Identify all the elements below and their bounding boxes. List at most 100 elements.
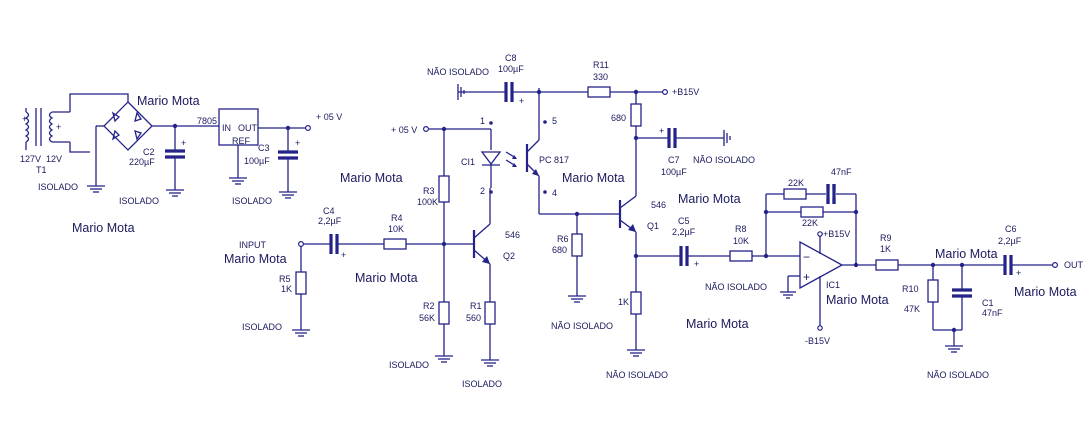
ground-label: NÃO ISOLADO	[606, 370, 668, 380]
transistor-q2	[472, 188, 491, 302]
capacitor-c7: +	[659, 126, 677, 148]
ground-c7	[723, 130, 731, 146]
svg-text:+: +	[341, 250, 346, 260]
c4-ref-label: C4	[323, 206, 335, 216]
author-watermark: Mario Mota	[562, 171, 625, 185]
ground-label: NÃO ISOLADO	[693, 155, 755, 165]
ground-r2	[435, 355, 453, 363]
c2-value-label: 220µF	[129, 157, 155, 167]
v5-input-label: + 05 V	[391, 125, 417, 135]
ground-label: NÃO ISOLADO	[927, 370, 989, 380]
author-watermark: Mario Mota	[826, 293, 889, 307]
c3-value-label: 100µF	[244, 156, 270, 166]
bridge-rectifier	[69, 93, 232, 186]
reg-out-label: OUT	[238, 123, 258, 133]
ground-r1	[481, 359, 499, 367]
r9-value-label: 1K	[880, 244, 891, 254]
author-watermark: Mario Mota	[935, 247, 998, 261]
t1-ref-label: T1	[36, 165, 47, 175]
ground-label: ISOLADO	[119, 196, 159, 206]
c1-value-label: 47nF	[982, 308, 1003, 318]
r8-ref-label: R8	[735, 224, 747, 234]
capacitor-c2: +	[165, 126, 186, 197]
input-label: INPUT	[239, 240, 267, 250]
ground-r6	[568, 295, 586, 303]
r4-value-label: 10K	[388, 224, 404, 234]
ic1-ref-label: IC1	[826, 280, 840, 290]
c4-value-label: 2,2µF	[318, 216, 342, 226]
ic1-pos-supply-label: +B15V	[823, 229, 850, 239]
c6-ref-label: C6	[1005, 224, 1017, 234]
capacitor-c4: +	[329, 234, 346, 260]
optocoupler-pc817	[480, 88, 540, 214]
output-label: OUT	[1064, 260, 1084, 270]
opto-pin2-label: 2	[480, 186, 485, 196]
c1-ref-label: C1	[982, 298, 994, 308]
ground-c1	[945, 345, 963, 353]
ground-label: NÃO ISOLADO	[705, 282, 767, 292]
author-watermark: Mario Mota	[224, 252, 287, 266]
c5-value-label: 2,2µF	[672, 227, 696, 237]
resistor-feedback-22k-b	[800, 206, 824, 218]
resistor-1k-emitter	[630, 291, 642, 315]
capacitor-c1	[952, 265, 972, 330]
r4-ref-label: R4	[391, 213, 403, 223]
ground-label: ISOLADO	[389, 360, 429, 370]
feedback-r-value-label: 22K	[788, 178, 804, 188]
resistor-r8	[729, 250, 753, 262]
resistor-r9	[875, 259, 899, 271]
r9-ref-label: R9	[880, 233, 892, 243]
c5-ref-label: C5	[678, 216, 690, 226]
r5-value-label: 1K	[281, 284, 292, 294]
feedback-r2-value-label: 22K	[802, 218, 818, 228]
svg-text:+: +	[181, 138, 186, 148]
capacitor-c3: +	[278, 128, 300, 199]
author-watermark: Mario Mota	[137, 94, 200, 108]
ground-emitter	[627, 349, 645, 357]
author-watermark: Mario Mota	[340, 171, 403, 185]
c3-ref-label: C3	[258, 143, 270, 153]
q2-ref-label: Q2	[503, 251, 515, 261]
r680-value-label: 680	[611, 113, 626, 123]
transistor-q1	[618, 195, 637, 292]
author-watermark: Mario Mota	[686, 317, 749, 331]
v5-output-label: + 05 V	[316, 112, 342, 122]
feedback-c-value-label: 47nF	[831, 167, 852, 177]
v5-output-terminal	[305, 124, 312, 131]
q2-type-label: 546	[505, 230, 520, 240]
ground-isolado-1	[87, 185, 105, 193]
b15v-label: +B15V	[672, 87, 699, 97]
r2-value-label: 56K	[419, 313, 435, 323]
resistor-r4	[383, 238, 407, 250]
ci1-ref-label: CI1	[461, 157, 475, 167]
r8-value-label: 10K	[733, 236, 749, 246]
svg-text:+: +	[659, 126, 664, 136]
capacitor-c8: +	[504, 82, 524, 106]
r11-ref-label: R11	[593, 60, 609, 70]
ground-label: NÃO ISOLADO	[427, 67, 489, 77]
t1-secondary-label: 12V	[46, 154, 62, 164]
svg-text:+: +	[295, 138, 300, 148]
c2-ref-label: C2	[143, 147, 155, 157]
r2-ref-label: R2	[423, 301, 435, 311]
ground-label: ISOLADO	[232, 196, 272, 206]
c7-ref-label: C7	[668, 155, 680, 165]
capacitor-c5: +	[679, 246, 699, 269]
opto-pin5-label: 5	[552, 116, 557, 126]
r10-ref-label: R10	[902, 284, 919, 294]
svg-text:+: +	[56, 122, 61, 132]
svg-text:+: +	[803, 270, 810, 284]
regulator-7805: IN OUT REF	[218, 108, 259, 185]
reg-ref-label: REF	[232, 136, 251, 146]
transformer-t1: + + 127V 12V T1	[20, 108, 70, 175]
author-watermark: Mario Mota	[355, 271, 418, 285]
c7-value-label: 100µF	[661, 167, 687, 177]
output-terminal	[1051, 262, 1058, 269]
resistor-680-collector	[630, 103, 642, 127]
resistor-r5	[295, 271, 307, 295]
ic1-neg-supply-label: -B15V	[805, 336, 830, 346]
input-terminal	[298, 241, 305, 248]
ground-label: ISOLADO	[242, 322, 282, 332]
r11-value-label: 330	[593, 72, 608, 82]
